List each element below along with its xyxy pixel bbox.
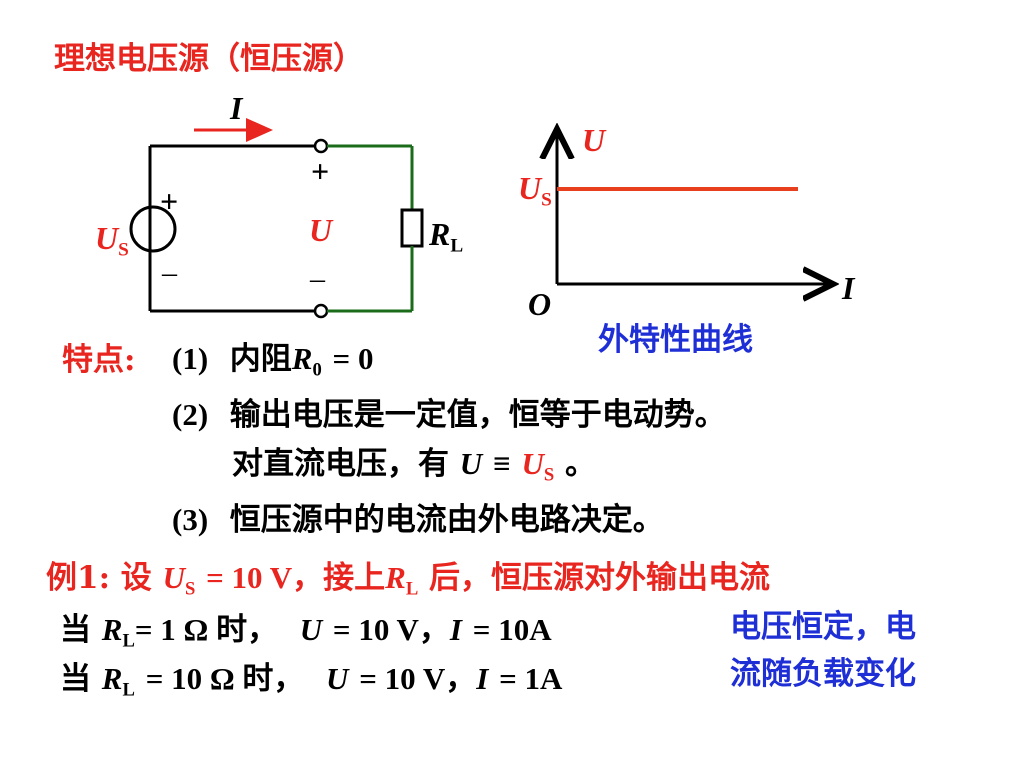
example-line: 例1: 设 US = 10 V，接上RL 后，恒压源对外输出电流	[46, 560, 771, 600]
example-note-2: 流随负载变化	[730, 656, 916, 692]
resistor-symbol	[400, 208, 424, 248]
feature-3: (3) 恒压源中的电流由外电路决定。	[172, 502, 664, 538]
terminal-plus: +	[311, 153, 330, 189]
graph-level-label: US	[518, 170, 552, 211]
source-minus: –	[162, 256, 177, 289]
feature-1: (1) 内阻R0 = 0	[172, 341, 374, 381]
terminal-top	[313, 138, 329, 154]
graph-x-label: I	[842, 270, 855, 306]
example-row-2: 当 RL = 10 Ω 时， U = 10 V，I = 1A	[60, 661, 563, 701]
example-row-1: 当 RL= 1 Ω 时， U = 10 V，I = 10A	[60, 612, 552, 652]
terminal-voltage-label: U	[309, 212, 333, 248]
load-label: RL	[429, 216, 464, 257]
graph-caption: 外特性曲线	[598, 322, 753, 358]
graph-y-label: U	[582, 122, 606, 158]
features-heading: 特点:	[62, 342, 136, 378]
current-label: I	[230, 90, 243, 126]
feature-2b: 对直流电压，有 U ≡ US 。	[232, 446, 596, 486]
source-label: US	[95, 220, 129, 261]
page-title: 理想电压源（恒压源）	[54, 41, 364, 77]
example-note-1: 电压恒定，电	[730, 609, 916, 645]
terminal-bottom	[313, 303, 329, 319]
terminal-minus: –	[310, 262, 325, 295]
voltage-source-symbol	[129, 205, 177, 253]
graph-origin-label: O	[528, 286, 552, 322]
feature-2: (2) 输出电压是一定值，恒等于电动势。	[172, 397, 726, 433]
source-plus: +	[160, 183, 179, 219]
